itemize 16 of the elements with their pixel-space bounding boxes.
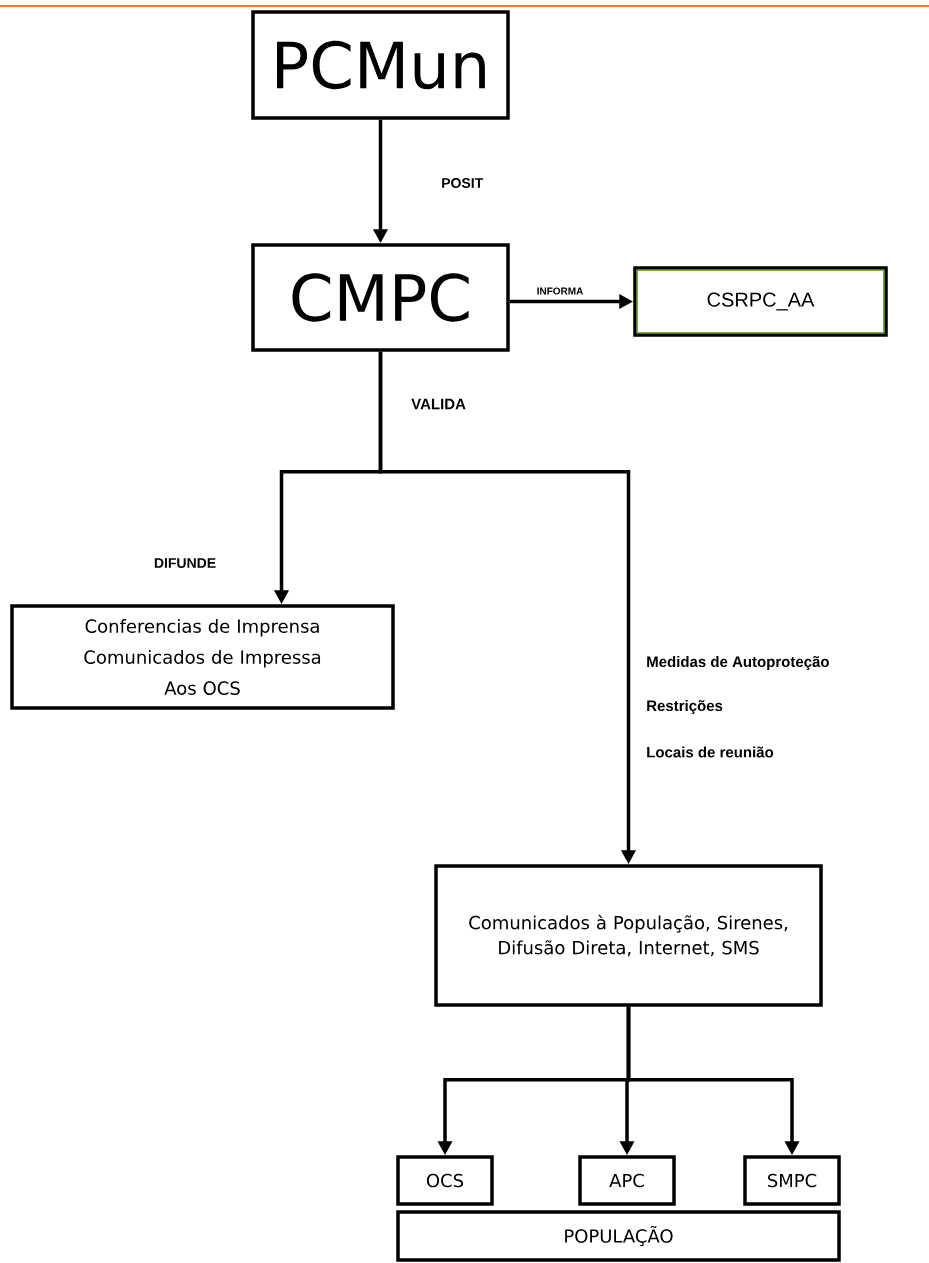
edge-label: POSIT: [440, 177, 485, 189]
process-box: POPULAÇÃO: [396, 1210, 841, 1262]
flow-label: Locais de reunião: [647, 746, 774, 758]
edge-label: DIFUNDE: [152, 557, 218, 569]
list-box: Conferencias de Imprensa Comunicados de Impressa Aos OCS: [10, 604, 395, 710]
process-box: SMPC: [743, 1155, 841, 1206]
flow-label: VALIDA: [411, 398, 466, 410]
process-box: CSRPC_AA: [633, 266, 888, 337]
process-box: CMPC: [251, 243, 510, 352]
list-box: Comunicados à População, Sirenes, Difusão Direta, Internet, SMS: [434, 864, 823, 1007]
title-box: PCMun: [251, 10, 510, 120]
flow-label: Restrições: [647, 700, 723, 714]
process-box: APC: [578, 1155, 676, 1206]
edge-label: INFORMA: [535, 286, 585, 296]
flow-label: Medidas de Autoproteção: [647, 656, 829, 670]
process-box: OCS: [396, 1155, 494, 1206]
